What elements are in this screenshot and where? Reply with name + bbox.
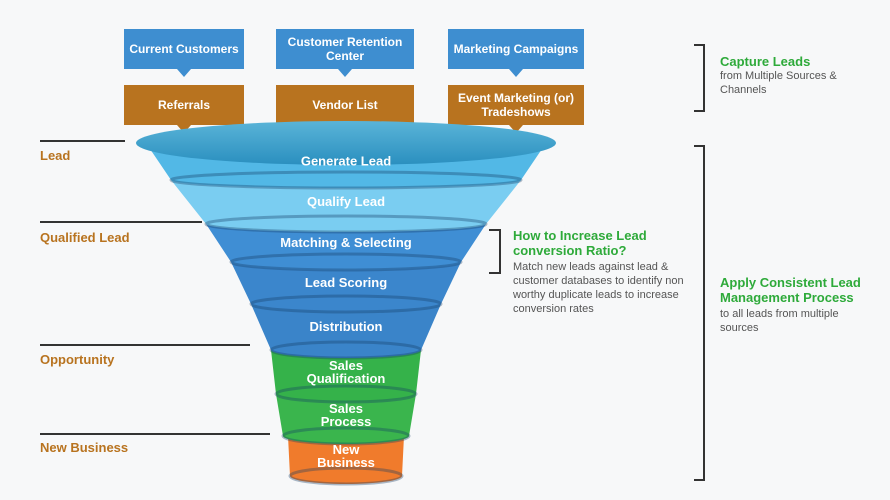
source-label: Referrals bbox=[157, 98, 211, 112]
apply-bracket bbox=[694, 145, 705, 481]
apply-text: to all leads from multiple sources bbox=[720, 308, 839, 334]
source-label: Customer Retention Center bbox=[287, 35, 403, 63]
funnel-band-edge bbox=[269, 340, 423, 360]
funnel-step-label: Distribution bbox=[310, 319, 383, 334]
source-label: Marketing Campaigns bbox=[453, 42, 579, 56]
funnel-band-edge bbox=[249, 294, 443, 314]
funnel-step-label: Generate Lead bbox=[301, 154, 391, 169]
funnel-step-label: Sales bbox=[329, 358, 363, 373]
source-label: Event Marketing (or) Tradeshows bbox=[457, 91, 574, 119]
funnel-band-edge bbox=[274, 384, 418, 404]
funnel-band bbox=[271, 350, 421, 402]
funnel-step-label: Sales bbox=[329, 401, 363, 416]
stage-divider bbox=[40, 221, 202, 223]
funnel-band bbox=[251, 304, 441, 358]
funnel-band bbox=[206, 224, 486, 270]
capture-bracket bbox=[694, 44, 705, 112]
source-vendor-list: Vendor List bbox=[276, 85, 414, 133]
conversion-note: How to Increase Lead conversion Ratio? M… bbox=[513, 228, 693, 316]
down-arrow-icon bbox=[177, 125, 191, 133]
conversion-text: Match new leads against lead & customer … bbox=[513, 261, 684, 315]
funnel-step-label: Lead Scoring bbox=[305, 275, 387, 290]
funnel-band-edge bbox=[288, 466, 404, 486]
funnel-step-label: New bbox=[333, 442, 361, 457]
funnel-band bbox=[171, 180, 521, 232]
conversion-bracket bbox=[489, 229, 501, 274]
stage-label-qualified-lead: Qualified Lead bbox=[40, 230, 130, 245]
stage-label-new-business: New Business bbox=[40, 440, 129, 455]
stage-divider bbox=[40, 344, 250, 346]
funnel-band-edge bbox=[204, 214, 488, 234]
funnel-band-edge bbox=[281, 426, 411, 446]
funnel-band bbox=[288, 436, 404, 484]
funnel-band bbox=[231, 262, 461, 312]
funnel-step-label: Matching & Selecting bbox=[280, 235, 412, 250]
down-arrow-icon bbox=[509, 125, 523, 133]
down-arrow-icon bbox=[177, 69, 191, 77]
stage-divider bbox=[40, 433, 270, 435]
funnel-step-label: Business bbox=[317, 455, 375, 470]
funnel-rim bbox=[136, 121, 556, 165]
capture-text: from Multiple Sources & Channels bbox=[720, 70, 837, 96]
source-label: Vendor List bbox=[312, 98, 378, 112]
apply-process-note: Apply Consistent Lead Management Process… bbox=[720, 275, 870, 335]
source-current-customers: Current Customers bbox=[124, 29, 244, 77]
stage-divider bbox=[40, 140, 125, 142]
source-event-marketing: Event Marketing (or) Tradeshows bbox=[448, 85, 584, 133]
apply-title: Apply Consistent Lead Management Process bbox=[720, 275, 861, 305]
stage-label-opportunity: Opportunity bbox=[40, 352, 115, 367]
funnel-step-label: Qualification bbox=[307, 371, 386, 386]
down-arrow-icon bbox=[509, 69, 523, 77]
capture-leads-note: Capture Leads from Multiple Sources & Ch… bbox=[720, 54, 880, 97]
funnel-step-label: Process bbox=[321, 414, 372, 429]
funnel-band-edge bbox=[229, 252, 463, 272]
funnel-step-label: Qualify Lead bbox=[307, 194, 385, 209]
funnel-band-edge bbox=[169, 170, 523, 190]
capture-title: Capture Leads bbox=[720, 54, 811, 69]
source-marketing-campaigns: Marketing Campaigns bbox=[448, 29, 584, 77]
source-customer-retention-center: Customer Retention Center bbox=[276, 29, 414, 77]
conversion-title: How to Increase Lead conversion Ratio? bbox=[513, 228, 647, 258]
stage-label-lead: Lead bbox=[40, 148, 71, 163]
source-label: Current Customers bbox=[129, 42, 239, 56]
funnel-band bbox=[276, 394, 416, 444]
source-referrals: Referrals bbox=[124, 85, 244, 133]
down-arrow-icon bbox=[338, 69, 352, 77]
